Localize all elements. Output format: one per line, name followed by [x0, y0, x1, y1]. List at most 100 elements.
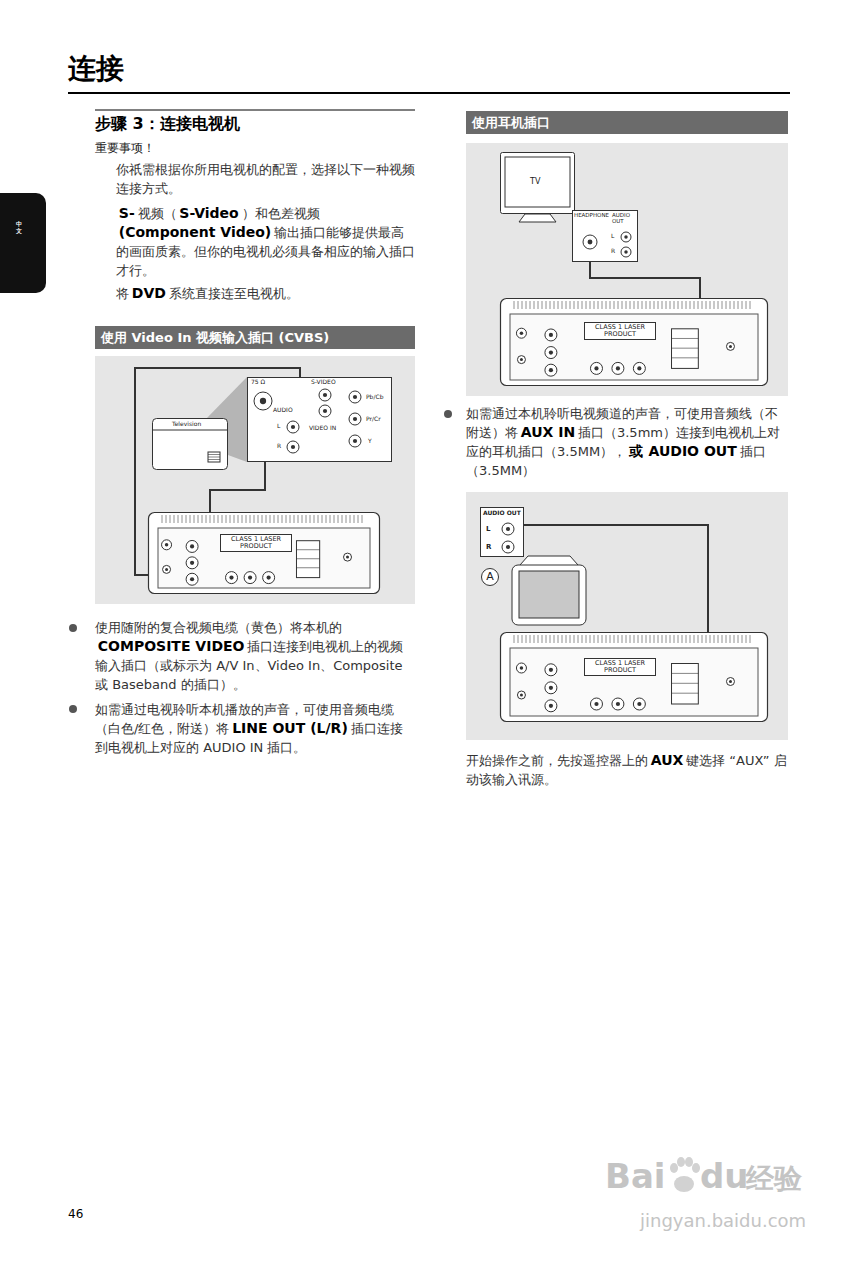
grille-slot	[302, 515, 303, 523]
grille-slot	[662, 635, 663, 643]
speaker-terminal	[672, 329, 699, 369]
grille-slot	[314, 515, 315, 523]
jack-socket	[612, 698, 624, 710]
section-band: 使用 Video In 视频输入插口 (CVBS)	[95, 326, 415, 349]
jack-pin	[229, 576, 233, 580]
television: TV	[500, 152, 575, 214]
grille-slot	[362, 515, 363, 523]
tv-vent	[208, 452, 220, 462]
grille-slot	[586, 635, 587, 643]
tv-jack-panel: 75 ΩS-VIDEOAUDIOVIDEO INPb/CbPr/CrYLR	[247, 377, 392, 462]
part-label: L	[486, 526, 490, 534]
jack-pin	[353, 439, 357, 443]
grille-slot	[290, 515, 291, 523]
dvd-unit-drawing	[500, 298, 768, 386]
jack-pin	[616, 702, 620, 706]
grille-slot	[606, 635, 607, 643]
jack-socket	[186, 557, 198, 569]
grille-slot	[162, 515, 163, 523]
grille-slot	[690, 635, 691, 643]
grille-slot	[590, 301, 591, 309]
body-text: 经验	[746, 1162, 802, 1195]
jack-pin	[594, 366, 598, 370]
grille-slot	[654, 301, 655, 309]
rear-panel	[158, 528, 370, 588]
grille-slot	[534, 635, 535, 643]
grille-slot	[190, 515, 191, 523]
jack-pin	[506, 545, 510, 549]
unit-housing	[501, 633, 768, 722]
jack-pin	[624, 235, 628, 239]
grille-slot	[346, 515, 347, 523]
part-label: L	[277, 423, 280, 430]
body-text: ）和色差视频	[242, 206, 320, 221]
grille-slot	[622, 301, 623, 309]
grille-slot	[738, 635, 739, 643]
grille-slot	[218, 515, 219, 523]
grille-slot	[338, 515, 339, 523]
jack-pin	[624, 250, 628, 254]
grille-slot	[722, 301, 723, 309]
grille-slot	[670, 301, 671, 309]
grille-slot	[694, 301, 695, 309]
part-label: A	[481, 568, 499, 586]
grille-slot	[726, 301, 727, 309]
jack-socket	[349, 435, 361, 447]
grille-slot	[674, 301, 675, 309]
jack-socket	[545, 700, 557, 712]
grille-slot	[266, 515, 267, 523]
grille-slot	[210, 515, 211, 523]
jack-socket	[612, 362, 624, 374]
grille-slot	[566, 301, 567, 309]
jack-socket	[590, 698, 602, 710]
jack-socket	[163, 565, 171, 573]
terminal-row	[296, 549, 319, 550]
grille-slot	[694, 635, 695, 643]
dvd-unit-drawing	[500, 632, 768, 722]
vent-slot	[208, 457, 220, 458]
grille-slot	[690, 301, 691, 309]
jack-socket	[726, 678, 734, 686]
jack-pin	[549, 668, 553, 672]
grille-slot	[738, 301, 739, 309]
cable	[524, 525, 708, 632]
body-text: jingyan.baidu.com	[640, 1210, 806, 1231]
grille-slot	[554, 301, 555, 309]
tv-stand	[519, 214, 556, 222]
jack-socket	[633, 698, 645, 710]
grille-slot	[614, 635, 615, 643]
grille-slot	[322, 515, 323, 523]
grille-slot	[582, 301, 583, 309]
grille-slot	[298, 515, 299, 523]
callout-circle	[482, 569, 499, 586]
grille-slot	[734, 301, 735, 309]
text-block: du	[700, 1156, 746, 1196]
grille-slot	[518, 301, 519, 309]
bold-term: S-Video	[179, 205, 238, 221]
grille-slot	[306, 515, 307, 523]
jack-socket	[583, 235, 597, 249]
jack-socket	[502, 541, 514, 553]
grille-slot	[658, 635, 659, 643]
grille-slot	[606, 301, 607, 309]
grille-slot	[630, 635, 631, 643]
grille-slot	[698, 635, 699, 643]
jack-pin	[190, 577, 194, 581]
grille-slot	[526, 301, 527, 309]
grille-slot	[294, 515, 295, 523]
bold-term: S-	[119, 205, 135, 221]
grille-slot	[610, 301, 611, 309]
jack-socket	[502, 523, 514, 535]
grille-slot	[538, 635, 539, 643]
body-text: 将	[116, 286, 129, 301]
grille-slot	[610, 635, 611, 643]
grille-slot	[714, 635, 715, 643]
grille-slot	[702, 635, 703, 643]
grille-slot	[562, 301, 563, 309]
jack-pin	[520, 694, 523, 697]
grille-slot	[710, 635, 711, 643]
grille-slot	[734, 635, 735, 643]
grille-slot	[666, 301, 667, 309]
bold-term: (Component Video)	[119, 224, 271, 240]
grille-slot	[282, 515, 283, 523]
